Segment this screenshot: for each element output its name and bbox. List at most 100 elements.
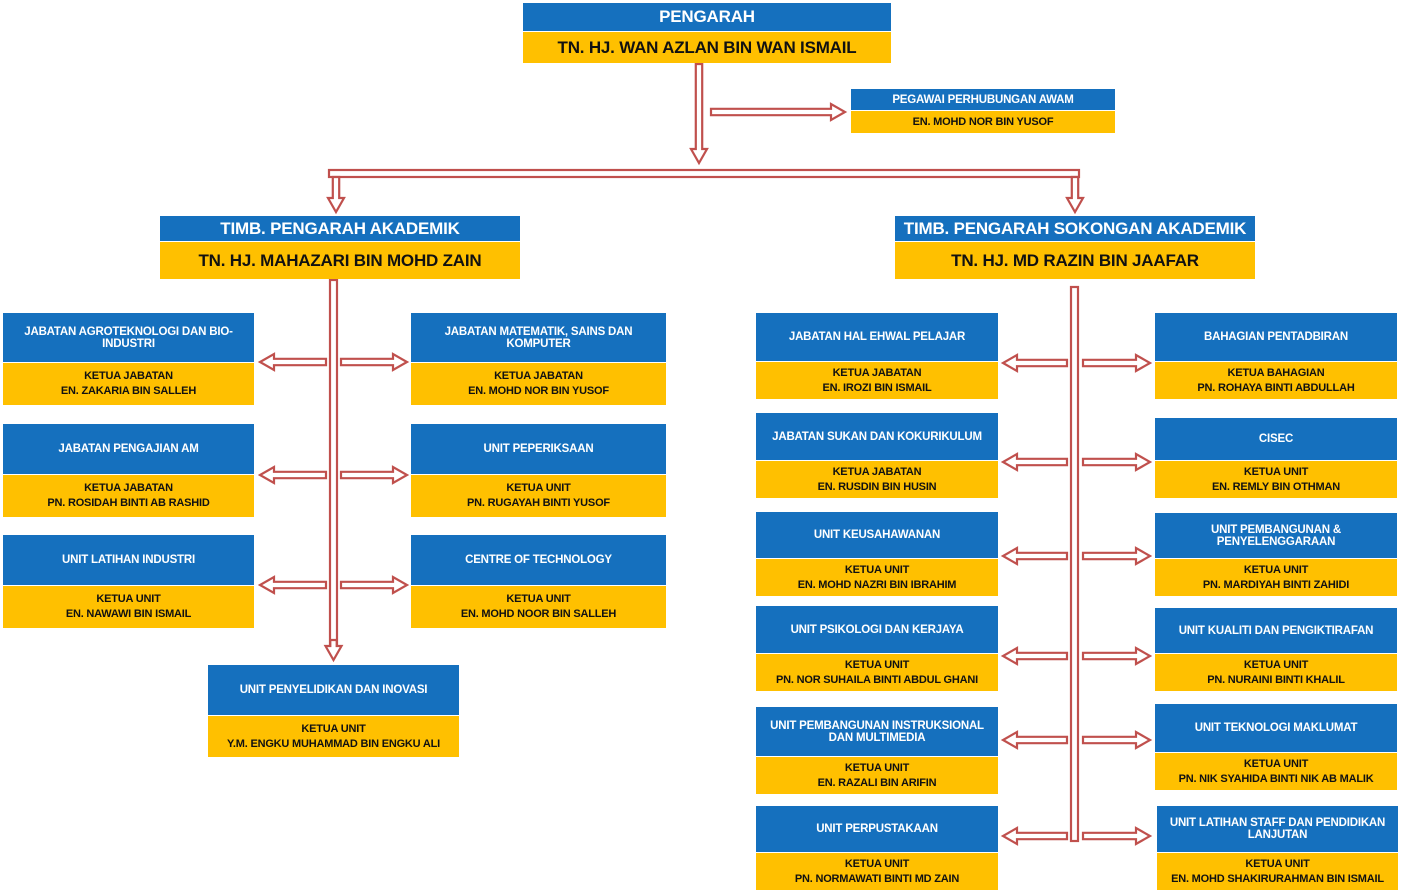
support-unit-box: UNIT KEUSAHAWANAN KETUA UNIT EN. MOHD NA… xyxy=(756,512,998,596)
unit-title: UNIT KUALITI DAN PENGIKTIRAFAN xyxy=(1155,608,1397,654)
unit-title: JABATAN PENGAJIAN AM xyxy=(3,424,254,475)
unit-role: KETUA UNIT xyxy=(1243,465,1309,478)
unit-title: UNIT PERPUSTAKAAN xyxy=(756,806,998,853)
connector-arrow xyxy=(1081,730,1153,750)
academic-unit-box: JABATAN MATEMATIK, SAINS DAN KOMPUTER KE… xyxy=(411,313,666,405)
connector-bar xyxy=(327,168,1081,179)
support-unit-box: UNIT PERPUSTAKAAN KETUA UNIT PN. NORMAWA… xyxy=(756,806,998,890)
unit-head: KETUA UNIT PN. NURAINI BINTI KHALIL xyxy=(1155,654,1397,691)
unit-head: KETUA JABATAN PN. ROSIDAH BINTI AB RASHI… xyxy=(3,475,254,517)
director-box: PENGARAH TN. HJ. WAN AZLAN BIN WAN ISMAI… xyxy=(523,3,891,63)
support-unit-box: BAHAGIAN PENTADBIRAN KETUA BAHAGIAN PN. … xyxy=(1155,313,1397,399)
unit-head: KETUA JABATAN EN. IROZI BIN ISMAIL xyxy=(756,362,998,399)
unit-person: EN. RAZALI BIN ARIFIN xyxy=(817,776,937,789)
connector-arrow xyxy=(1000,353,1069,373)
unit-role: KETUA UNIT xyxy=(844,761,910,774)
unit-head: KETUA JABATAN EN. RUSDIN BIN HUSIN xyxy=(756,461,998,498)
academic-unit-box: UNIT PENYELIDIKAN DAN INOVASI KETUA UNIT… xyxy=(208,665,459,757)
connector-arrow xyxy=(1000,452,1069,472)
unit-title: UNIT PENYELIDIKAN DAN INOVASI xyxy=(208,665,459,716)
pro-box: PEGAWAI PERHUBUNGAN AWAM EN. MOHD NOR BI… xyxy=(851,89,1115,133)
unit-head: KETUA UNIT EN. RAZALI BIN ARIFIN xyxy=(756,757,998,794)
unit-head: KETUA UNIT EN. MOHD SHAKIRURAHMAN BIN IS… xyxy=(1157,853,1398,890)
unit-title: JABATAN HAL EHWAL PELAJAR xyxy=(756,313,998,362)
unit-title: UNIT LATIHAN INDUSTRI xyxy=(3,535,254,586)
pro-title: PEGAWAI PERHUBUNGAN AWAM xyxy=(851,89,1115,111)
director-title: PENGARAH xyxy=(523,3,891,32)
support-unit-box: JABATAN HAL EHWAL PELAJAR KETUA JABATAN … xyxy=(756,313,998,399)
unit-person: EN. MOHD SHAKIRURAHMAN BIN ISMAIL xyxy=(1171,872,1384,885)
unit-person: EN. MOHD NOOR BIN SALLEH xyxy=(460,608,617,620)
unit-role: KETUA JABATAN xyxy=(832,465,922,478)
academic-unit-box: CENTRE OF TECHNOLOGY KETUA UNIT EN. MOHD… xyxy=(411,535,666,628)
unit-title: UNIT PEMBANGUNAN INSTRUKSIONAL DAN MULTI… xyxy=(756,707,998,757)
unit-head: KETUA UNIT EN. NAWAWI BIN ISMAIL xyxy=(3,586,254,628)
unit-title: UNIT PEMBANGUNAN & PENYELENGGARAAN xyxy=(1155,513,1397,559)
connector-arrow xyxy=(257,575,328,595)
connector-arrow xyxy=(1081,452,1153,472)
deputy-support-name: TN. HJ. MD RAZIN BIN JAAFAR xyxy=(895,242,1255,279)
unit-person: EN. MOHD NOR BIN YUSOF xyxy=(468,385,609,397)
unit-title: CENTRE OF TECHNOLOGY xyxy=(411,535,666,586)
support-unit-box: UNIT TEKNOLOGI MAKLUMAT KETUA UNIT PN. N… xyxy=(1155,704,1397,790)
unit-head: KETUA UNIT PN. NORMAWATI BINTI MD ZAIN xyxy=(756,853,998,890)
unit-title: BAHAGIAN PENTADBIRAN xyxy=(1155,313,1397,362)
unit-title: JABATAN MATEMATIK, SAINS DAN KOMPUTER xyxy=(411,313,666,363)
support-unit-box: UNIT PSIKOLOGI DAN KERJAYA KETUA UNIT PN… xyxy=(756,606,998,691)
support-unit-box: UNIT KUALITI DAN PENGIKTIRAFAN KETUA UNI… xyxy=(1155,608,1397,691)
academic-unit-box: UNIT LATIHAN INDUSTRI KETUA UNIT EN. NAW… xyxy=(3,535,254,628)
unit-person: Y.M. ENGKU MUHAMMAD BIN ENGKU ALI xyxy=(227,737,440,750)
connector-trunk xyxy=(1069,285,1080,843)
unit-role: KETUA UNIT xyxy=(506,482,571,495)
director-name: TN. HJ. WAN AZLAN BIN WAN ISMAIL xyxy=(523,32,891,63)
unit-title: UNIT LATIHAN STAFF DAN PENDIDIKAN LANJUT… xyxy=(1157,806,1398,853)
connector-arrow xyxy=(1081,546,1153,566)
support-unit-box: UNIT PEMBANGUNAN INSTRUKSIONAL DAN MULTI… xyxy=(756,707,998,794)
unit-person: PN. RUGAYAH BINTI YUSOF xyxy=(467,497,610,509)
unit-head: KETUA JABATAN EN. ZAKARIA BIN SALLEH xyxy=(3,363,254,405)
unit-person: PN. NURAINI BINTI KHALIL xyxy=(1207,673,1345,686)
support-unit-box: CISEC KETUA UNIT EN. REMLY BIN OTHMAN xyxy=(1155,418,1397,498)
unit-role: KETUA JABATAN xyxy=(832,366,922,379)
unit-person: EN. IROZI BIN ISMAIL xyxy=(822,381,932,394)
unit-head: KETUA JABATAN EN. MOHD NOR BIN YUSOF xyxy=(411,363,666,405)
unit-title: UNIT PSIKOLOGI DAN KERJAYA xyxy=(756,606,998,654)
unit-role: KETUA UNIT xyxy=(844,563,910,576)
deputy-support-title: TIMB. PENGARAH SOKONGAN AKADEMIK xyxy=(895,216,1255,242)
deputy-support-box: TIMB. PENGARAH SOKONGAN AKADEMIK TN. HJ.… xyxy=(895,216,1255,279)
connector-arrow xyxy=(323,638,344,663)
support-unit-box: UNIT PEMBANGUNAN & PENYELENGGARAAN KETUA… xyxy=(1155,513,1397,596)
unit-role: KETUA UNIT xyxy=(301,722,366,735)
deputy-academic-title: TIMB. PENGARAH AKADEMIK xyxy=(160,216,520,242)
support-unit-box: JABATAN SUKAN DAN KOKURIKULUM KETUA JABA… xyxy=(756,413,998,498)
unit-head: KETUA UNIT PN. RUGAYAH BINTI YUSOF xyxy=(411,475,666,517)
connector-arrow xyxy=(709,102,848,122)
unit-head: KETUA UNIT Y.M. ENGKU MUHAMMAD BIN ENGKU… xyxy=(208,716,459,757)
unit-person: PN. NIK SYAHIDA BINTI NIK AB MALIK xyxy=(1178,772,1374,785)
unit-head: KETUA UNIT PN. NOR SUHAILA BINTI ABDUL G… xyxy=(756,654,998,691)
unit-head: KETUA UNIT EN. MOHD NAZRI BIN IBRAHIM xyxy=(756,559,998,596)
unit-role: KETUA JABATAN xyxy=(494,370,583,383)
connector-arrow xyxy=(1081,646,1153,666)
unit-person: PN. ROSIDAH BINTI AB RASHID xyxy=(47,497,210,509)
connector-arrow xyxy=(257,352,328,372)
unit-role: KETUA UNIT xyxy=(844,857,910,870)
unit-head: KETUA UNIT EN. MOHD NOOR BIN SALLEH xyxy=(411,586,666,628)
unit-person: PN. NOR SUHAILA BINTI ABDUL GHANI xyxy=(776,673,978,686)
connector-arrow xyxy=(339,575,410,595)
unit-title: JABATAN AGROTEKNOLOGI DAN BIO-INDUSTRI xyxy=(3,313,254,363)
unit-head: KETUA UNIT PN. MARDIYAH BINTI ZAHIDI xyxy=(1155,559,1397,596)
deputy-academic-name: TN. HJ. MAHAZARI BIN MOHD ZAIN xyxy=(160,242,520,279)
academic-unit-box: JABATAN AGROTEKNOLOGI DAN BIO-INDUSTRI K… xyxy=(3,313,254,405)
pro-name: EN. MOHD NOR BIN YUSOF xyxy=(851,111,1115,133)
connector-arrow xyxy=(257,465,328,485)
connector-arrow xyxy=(339,352,410,372)
unit-head: KETUA UNIT PN. NIK SYAHIDA BINTI NIK AB … xyxy=(1155,753,1397,790)
academic-unit-box: UNIT PEPERIKSAAN KETUA UNIT PN. RUGAYAH … xyxy=(411,424,666,517)
unit-role: KETUA JABATAN xyxy=(84,370,173,383)
connector-trunk xyxy=(328,278,339,650)
unit-role: KETUA JABATAN xyxy=(84,482,173,495)
unit-role: KETUA UNIT xyxy=(1243,658,1309,671)
unit-title: UNIT TEKNOLOGI MAKLUMAT xyxy=(1155,704,1397,753)
